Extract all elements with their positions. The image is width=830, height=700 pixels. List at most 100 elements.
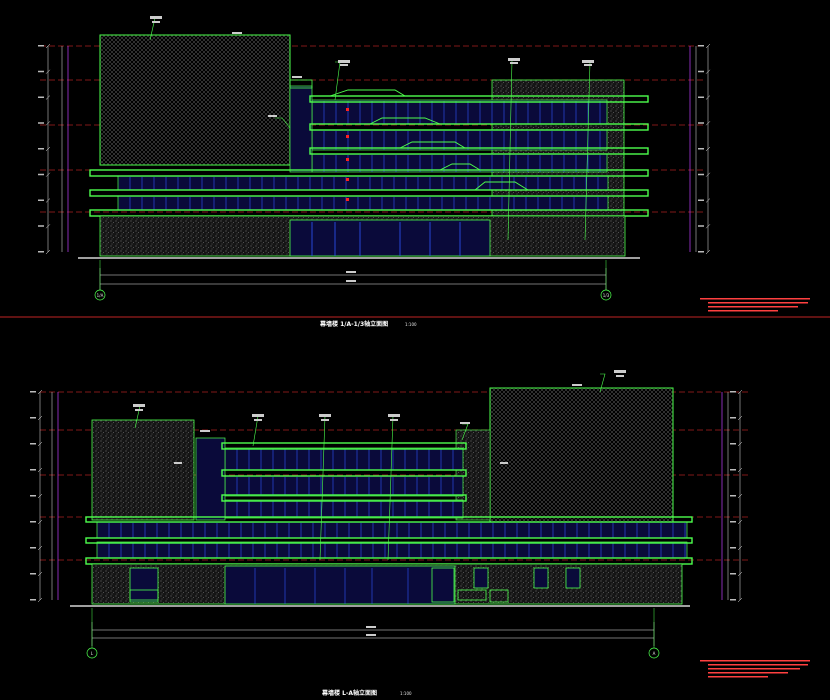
- dimension-value-mark: [30, 495, 36, 497]
- dimension-tick: [45, 198, 51, 203]
- dimension-value-mark: [698, 122, 704, 124]
- axis-label: L: [91, 651, 94, 656]
- dimension-tick: [737, 415, 743, 421]
- dimension-tick: [45, 224, 51, 229]
- dimension-value-mark: [698, 251, 704, 253]
- dimension-tick: [705, 121, 711, 126]
- dimension-tick: [705, 198, 711, 203]
- dimension-value-mark: [38, 122, 44, 124]
- dimension-value-mark: [730, 547, 736, 549]
- dim-text: [346, 271, 356, 282]
- leader-tags: [133, 370, 626, 464]
- dimension-value-mark: [30, 469, 36, 471]
- roof-profiles: [329, 89, 529, 191]
- dimension-tick: [45, 249, 51, 255]
- axis-label: 1/A: [97, 293, 104, 298]
- roof-parapet: [289, 79, 313, 89]
- dimension-tick: [37, 467, 43, 473]
- axis-label: A: [653, 651, 656, 656]
- dimension-tick: [705, 249, 711, 255]
- dimension-value-mark: [38, 45, 44, 47]
- level-mullions: [67, 46, 691, 252]
- elevation-title: 幕墙楼 L-A轴立面图: [321, 689, 377, 697]
- dimension-value-mark: [30, 443, 36, 445]
- dimension-value-mark: [730, 469, 736, 471]
- mullions: [108, 449, 686, 558]
- stone-cladding-block: [91, 419, 195, 521]
- leader-tags: [150, 16, 594, 117]
- notes-block: [700, 660, 810, 678]
- dimension-tick: [37, 519, 43, 525]
- dimension-tick: [37, 545, 43, 551]
- dimension-value-mark: [30, 573, 36, 575]
- dimension-value-mark: [30, 521, 36, 523]
- dimension-tick: [45, 95, 51, 100]
- dimension-value-mark: [38, 251, 44, 253]
- elevation-scale: 1:100: [400, 691, 412, 696]
- axis-label: 1/3: [603, 293, 610, 298]
- door-mullions: [254, 568, 409, 604]
- dimension-tick: [737, 441, 743, 447]
- dimension-tick: [705, 69, 711, 74]
- dimension-value-mark: [730, 417, 736, 419]
- glazing-bands: [117, 85, 609, 211]
- dimension-tick: [37, 597, 43, 603]
- dimension-value-mark: [30, 417, 36, 419]
- axis-bubble-left: 1/A: [94, 260, 106, 301]
- dimension-ticks: [38, 43, 711, 255]
- dimension-value-mark: [698, 225, 704, 227]
- axis-bubble-left: L: [86, 608, 98, 659]
- level-mullions: [57, 392, 723, 600]
- dimension-tick: [37, 493, 43, 499]
- dimension-value-mark: [30, 391, 36, 393]
- dimension-value-mark: [730, 573, 736, 575]
- dimension-value-mark: [38, 70, 44, 73]
- dimension-tick: [705, 224, 711, 229]
- entrance-doors: [129, 565, 581, 605]
- axis-bubble-right: A: [648, 608, 660, 659]
- dimension-value-mark: [38, 148, 44, 150]
- floor-slabs: [89, 95, 649, 217]
- dimension-tick: [737, 597, 743, 603]
- dimension-tick: [737, 545, 743, 551]
- dimension-tick: [705, 43, 711, 49]
- dimension-tick: [37, 571, 43, 577]
- dimension-tick: [737, 571, 743, 577]
- dimension-value-mark: [38, 96, 44, 98]
- dimension-value-mark: [698, 173, 704, 176]
- dimension-tick: [45, 43, 51, 49]
- dimension-tick: [737, 389, 743, 395]
- dimension-tick: [737, 467, 743, 473]
- elevation-bottom: L A 幕墙楼 L-A轴立面图 1:100: [30, 370, 810, 697]
- dimension-tick: [705, 172, 711, 177]
- dimension-value-mark: [730, 599, 736, 601]
- dimension-tick: [45, 146, 51, 152]
- dimension-value-mark: [38, 199, 44, 201]
- elevation-top: 1/A 1/3 幕墙楼 1/A-1/3轴立面图 1:100: [0, 16, 830, 328]
- dimension-value-mark: [698, 45, 704, 47]
- dimension-value-mark: [698, 70, 704, 73]
- axis-bubble-right: 1/3: [600, 260, 612, 301]
- dimension-tick: [37, 415, 43, 421]
- notes-block: [700, 298, 810, 312]
- entrance-doors: [289, 219, 491, 257]
- dimension-value-mark: [698, 148, 704, 150]
- dimension-tick: [45, 69, 51, 74]
- dimension-value-mark: [30, 599, 36, 601]
- accent-marks: [346, 108, 349, 201]
- dimension-tick: [737, 519, 743, 525]
- dimension-tick: [705, 95, 711, 100]
- dimension-tick: [45, 121, 51, 126]
- dimension-tick: [45, 172, 51, 177]
- dimension-value-mark: [730, 391, 736, 393]
- dimension-value-mark: [730, 495, 736, 497]
- dimension-value-mark: [730, 443, 736, 445]
- dimension-value-mark: [698, 199, 704, 201]
- curtain-wall-tower: [99, 34, 291, 166]
- dimension-value-mark: [38, 225, 44, 227]
- elevation-scale: 1:100: [405, 322, 417, 327]
- dimension-tick: [737, 493, 743, 499]
- dimension-value-mark: [698, 96, 704, 98]
- dimension-value-mark: [38, 173, 44, 176]
